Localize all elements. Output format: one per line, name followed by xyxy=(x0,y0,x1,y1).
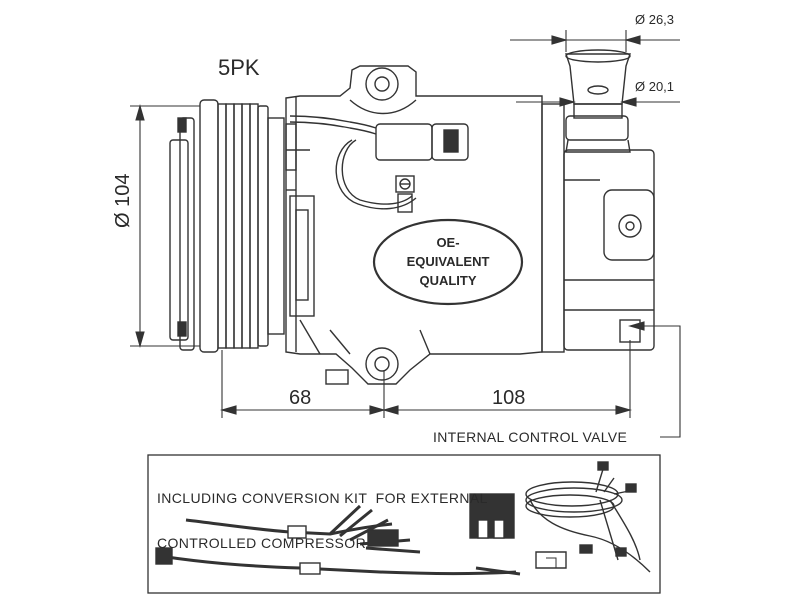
oe-line-3: QUALITY xyxy=(419,273,477,288)
dimension-right-label: 108 xyxy=(492,387,526,409)
dimension-left-label: 68 xyxy=(289,387,312,409)
kit-caption-line-1: INCLUDING CONVERSION KIT FOR EXTERNAL xyxy=(157,490,488,506)
oe-quality-badge: OE- EQUIVALENT QUALITY xyxy=(378,233,518,290)
internal-control-valve-label: INTERNAL CONTROL VALVE xyxy=(433,429,628,445)
kit-caption-line-2: CONTROLLED COMPRESSOR xyxy=(157,535,367,551)
conversion-kit-caption: INCLUDING CONVERSION KIT FOR EXTERNAL CO… xyxy=(157,461,488,566)
belt-profile-label: 5PK xyxy=(218,55,260,80)
pulley xyxy=(169,99,285,353)
oe-line-2: EQUIVALENT xyxy=(406,254,490,269)
wire-connector xyxy=(289,115,469,213)
oe-line-1: OE- xyxy=(436,235,460,250)
port-fitting xyxy=(565,49,631,153)
conversion-kit-box xyxy=(147,454,661,594)
compressor-body xyxy=(285,65,543,385)
dimension-lines xyxy=(130,30,681,438)
rear-housing xyxy=(541,103,655,353)
port-outer-diameter-label: Ø 26,3 xyxy=(635,12,675,27)
port-inner-diameter-label: Ø 20,1 xyxy=(635,79,675,94)
pulley-diameter-label: Ø 104 xyxy=(112,173,134,228)
